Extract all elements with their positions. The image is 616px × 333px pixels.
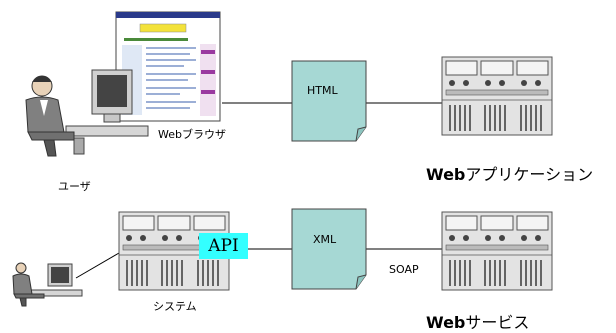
web-application-label-bold: Web [426, 165, 466, 184]
xml-document-label: XML [313, 233, 337, 246]
web-application-label: Webアプリケーション [426, 161, 593, 185]
user-label: ユーザ [58, 180, 91, 193]
web-service-label-bold: Web [426, 313, 466, 332]
web-service-server-icon [441, 211, 553, 291]
small-user-workstation-icon [12, 262, 83, 307]
user-workstation-icon [25, 69, 149, 157]
system-label: システム [153, 300, 197, 313]
web-service-label-rest: サービス [465, 313, 530, 332]
api-badge: API [199, 233, 248, 259]
web-application-label-rest: アプリケーション [465, 165, 594, 184]
web-service-label: Webサービス [426, 309, 529, 333]
soap-label: SOAP [389, 263, 419, 276]
html-document-label: HTML [307, 84, 338, 97]
html-document-shape [291, 60, 367, 142]
connector-user-system [75, 252, 120, 279]
browser-label: Webブラウザ [158, 128, 226, 141]
web-application-server-icon [441, 56, 553, 136]
xml-document-shape [291, 208, 367, 290]
